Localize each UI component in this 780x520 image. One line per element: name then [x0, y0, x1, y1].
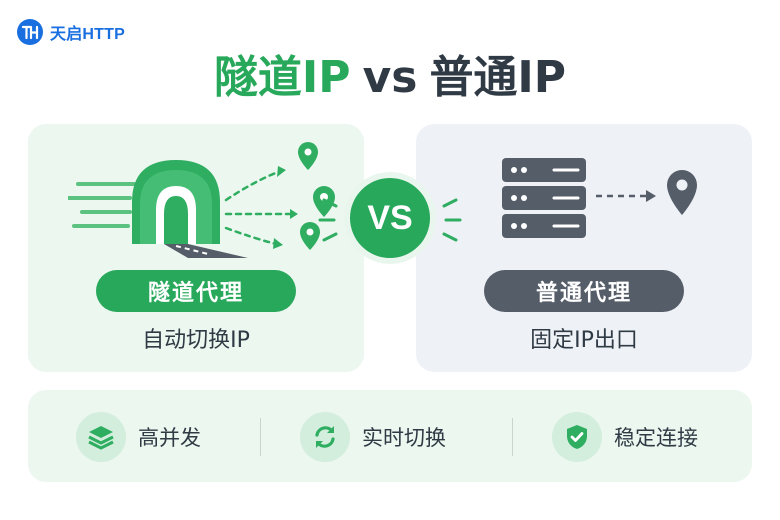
title-vs: vs	[362, 52, 418, 103]
tunnel-proxy-description: 自动切换IP	[142, 328, 250, 353]
feature-label: 稳定连接	[614, 426, 698, 450]
server-illustration-icon	[502, 158, 697, 238]
normal-proxy-description: 固定IP出口	[530, 328, 638, 353]
brand-logo-icon	[17, 19, 43, 45]
tunnel-proxy-panel: 隧道代理 自动切换IP	[28, 124, 364, 372]
brand-name: 天启HTTP	[50, 26, 125, 43]
feature-high-concurrency: 高并发	[76, 412, 201, 462]
brand-logo[interactable]: 天启HTTP	[16, 18, 125, 46]
feature-realtime-switch: 实时切换	[300, 412, 446, 462]
refresh-icon	[300, 412, 350, 462]
feature-stable-connection: 稳定连接	[552, 412, 698, 462]
vs-badge: VS	[350, 178, 430, 258]
feature-label: 高并发	[138, 426, 201, 450]
divider	[512, 418, 513, 456]
tunnel-proxy-label: 隧道代理	[96, 270, 296, 312]
vs-rays-icon	[318, 198, 462, 242]
feature-label: 实时切换	[362, 426, 446, 450]
title-normal-ip: 普通IP	[429, 52, 567, 103]
shield-check-icon	[552, 412, 602, 462]
features-bar: 高并发 实时切换 稳定连接	[28, 390, 752, 482]
tunnel-illustration-icon	[68, 142, 335, 258]
divider	[260, 418, 261, 456]
normal-proxy-panel: 普通代理 固定IP出口	[416, 124, 752, 372]
normal-proxy-label: 普通代理	[484, 270, 684, 312]
title-tunnel-ip: 隧道IP	[213, 52, 351, 103]
layers-icon	[76, 412, 126, 462]
